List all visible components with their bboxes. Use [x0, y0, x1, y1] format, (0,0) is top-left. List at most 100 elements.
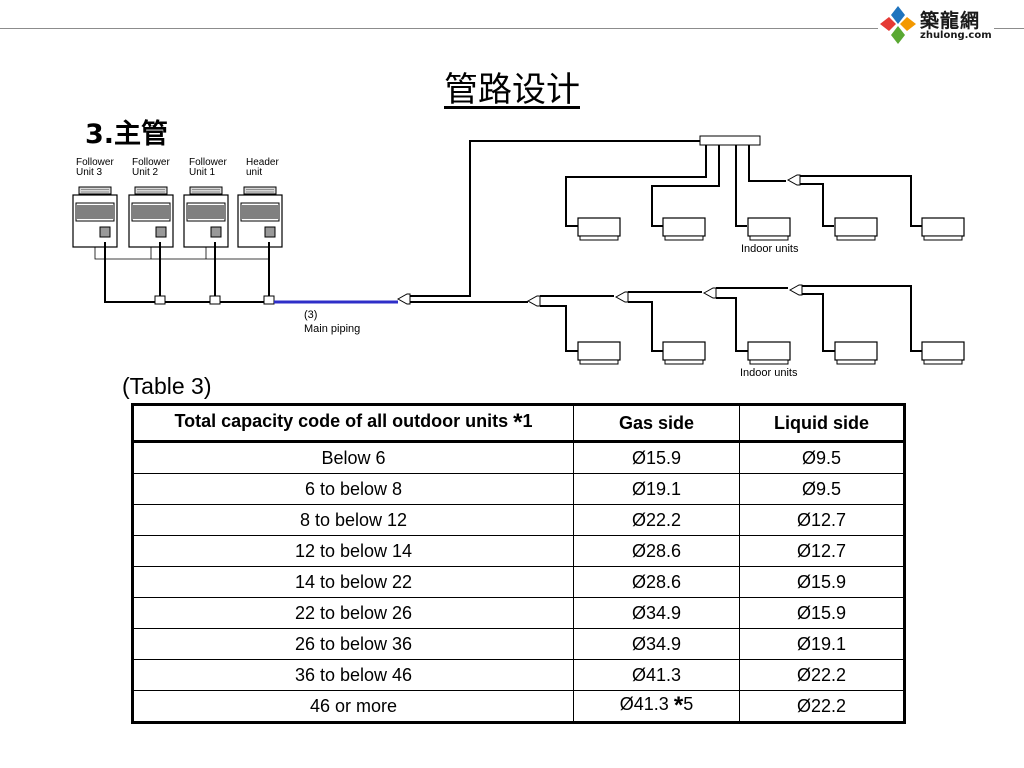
- pipe-indoor-top-3: [735, 145, 747, 227]
- pipe-indoor-low-1: [540, 305, 578, 352]
- cell-liquid: Ø12.7: [739, 504, 905, 536]
- main-piping-number: (3): [304, 309, 317, 321]
- indoor-unit-top-4: [834, 217, 878, 241]
- outdoor-unit-label-1: Follower: [76, 157, 114, 168]
- cell-capacity: 46 or more: [132, 690, 574, 723]
- cell-liquid: Ø15.9: [739, 597, 905, 629]
- outdoor-unit-3: [72, 186, 118, 248]
- cell-liquid: Ø15.9: [739, 566, 905, 598]
- pipe-to-top-joint: [748, 145, 786, 182]
- cell-gas: Ø28.6: [573, 535, 740, 567]
- joint-1: [154, 295, 166, 305]
- pipe-indoor-top-2: [651, 145, 720, 227]
- outdoor-unit-sublabel-4: unit: [246, 167, 262, 178]
- cell-capacity: 36 to below 46: [132, 659, 574, 691]
- cell-liquid: Ø19.1: [739, 628, 905, 660]
- cell-capacity: Below 6: [132, 440, 574, 474]
- branch-joint-low-1: [527, 295, 541, 307]
- logo-text-en: zhulong.com: [920, 30, 992, 41]
- pipe-indoor-top-1: [565, 145, 707, 227]
- branch-joint-main: [397, 293, 411, 305]
- indoor-units-label-top: Indoor units: [741, 243, 799, 255]
- cell-capacity: 14 to below 22: [132, 566, 574, 598]
- indoor-unit-low-2: [662, 341, 706, 365]
- logo-text-cn: 築龍網: [920, 10, 981, 32]
- table-header-row: Total capacity code of all outdoor units…: [132, 404, 905, 442]
- footnote-number: 1: [522, 411, 533, 431]
- table-caption: (Table 3): [122, 373, 212, 399]
- pipe-follower-3: [104, 242, 156, 303]
- pipe-indoor-low-2: [628, 301, 663, 352]
- cell-liquid: Ø9.5: [739, 473, 905, 505]
- pipe-size-table: Total capacity code of all outdoor units…: [131, 403, 906, 724]
- cell-liquid: Ø9.5: [739, 440, 905, 474]
- outdoor-unit-header: [237, 186, 283, 248]
- cell-gas: Ø19.1: [573, 473, 740, 505]
- header-capacity: Total capacity code of all outdoor units…: [132, 404, 574, 442]
- cell-gas: Ø41.3: [573, 659, 740, 691]
- branch-joint-low-3: [703, 287, 717, 299]
- header-gas: Gas side: [573, 404, 740, 442]
- pipe-indoor-low-3: [716, 297, 748, 352]
- cell-gas: Ø28.6: [573, 566, 740, 598]
- indoor-unit-top-1: [577, 217, 621, 241]
- indoor-unit-low-4: [834, 341, 878, 365]
- cell-gas: Ø15.9: [573, 440, 740, 474]
- cell-capacity: 12 to below 14: [132, 535, 574, 567]
- cell-capacity: 8 to below 12: [132, 504, 574, 536]
- cell-gas-value: Ø41.3: [619, 694, 669, 714]
- logo-icon: [880, 6, 916, 44]
- footnote-mark: *: [673, 692, 684, 719]
- pipe-indoor-top-5: [800, 175, 922, 227]
- cell-gas: Ø34.9: [573, 597, 740, 629]
- cell-gas: Ø22.2: [573, 504, 740, 536]
- indoor-unit-low-3: [747, 341, 791, 365]
- cell-liquid: Ø22.2: [739, 690, 905, 723]
- indoor-unit-low-1: [577, 341, 621, 365]
- header-liquid: Liquid side: [739, 404, 905, 442]
- indoor-unit-low-5: [921, 341, 965, 365]
- main-piping-label: Main piping: [304, 323, 360, 335]
- outdoor-unit-sublabel-3: Unit 1: [189, 167, 216, 178]
- indoor-unit-top-3: [747, 217, 791, 241]
- pipe-to-header: [410, 140, 700, 297]
- page-title: 管路设计: [444, 70, 580, 110]
- cell-gas: Ø34.9: [573, 628, 740, 660]
- joint-3: [263, 295, 275, 305]
- indoor-units-label-bottom: Indoor units: [740, 367, 798, 379]
- branch-joint-top: [787, 174, 801, 186]
- header-capacity-text: Total capacity code of all outdoor units: [174, 411, 509, 431]
- unit-connection-lines: [94, 247, 270, 260]
- indoor-unit-top-5: [921, 217, 965, 241]
- cell-capacity: 22 to below 26: [132, 597, 574, 629]
- piping-diagram: Follower Unit 3 Follower Unit 2 Follower…: [72, 135, 965, 379]
- outdoor-unit-label-4: Header: [246, 157, 279, 168]
- cell-liquid: Ø12.7: [739, 535, 905, 567]
- cell-capacity: 26 to below 36: [132, 628, 574, 660]
- cell-capacity: 6 to below 8: [132, 473, 574, 505]
- outdoor-unit-sublabel-2: Unit 2: [132, 167, 159, 178]
- outdoor-unit-1: [183, 186, 229, 248]
- outdoor-unit-2: [128, 186, 174, 248]
- branch-joint-low-2: [615, 291, 629, 303]
- pipe-indoor-low-5: [802, 285, 922, 352]
- logo: 築龍網 zhulong.com: [878, 4, 998, 48]
- outdoor-unit-sublabel-1: Unit 3: [76, 167, 103, 178]
- footnote-mark: *: [513, 409, 523, 436]
- cell-gas: Ø41.3 *5: [573, 690, 740, 723]
- joint-2: [209, 295, 221, 305]
- branch-header: [699, 135, 761, 146]
- branch-joint-low-4: [789, 284, 803, 296]
- footnote-number: 5: [683, 694, 694, 714]
- indoor-unit-top-2: [662, 217, 706, 241]
- cell-liquid: Ø22.2: [739, 659, 905, 691]
